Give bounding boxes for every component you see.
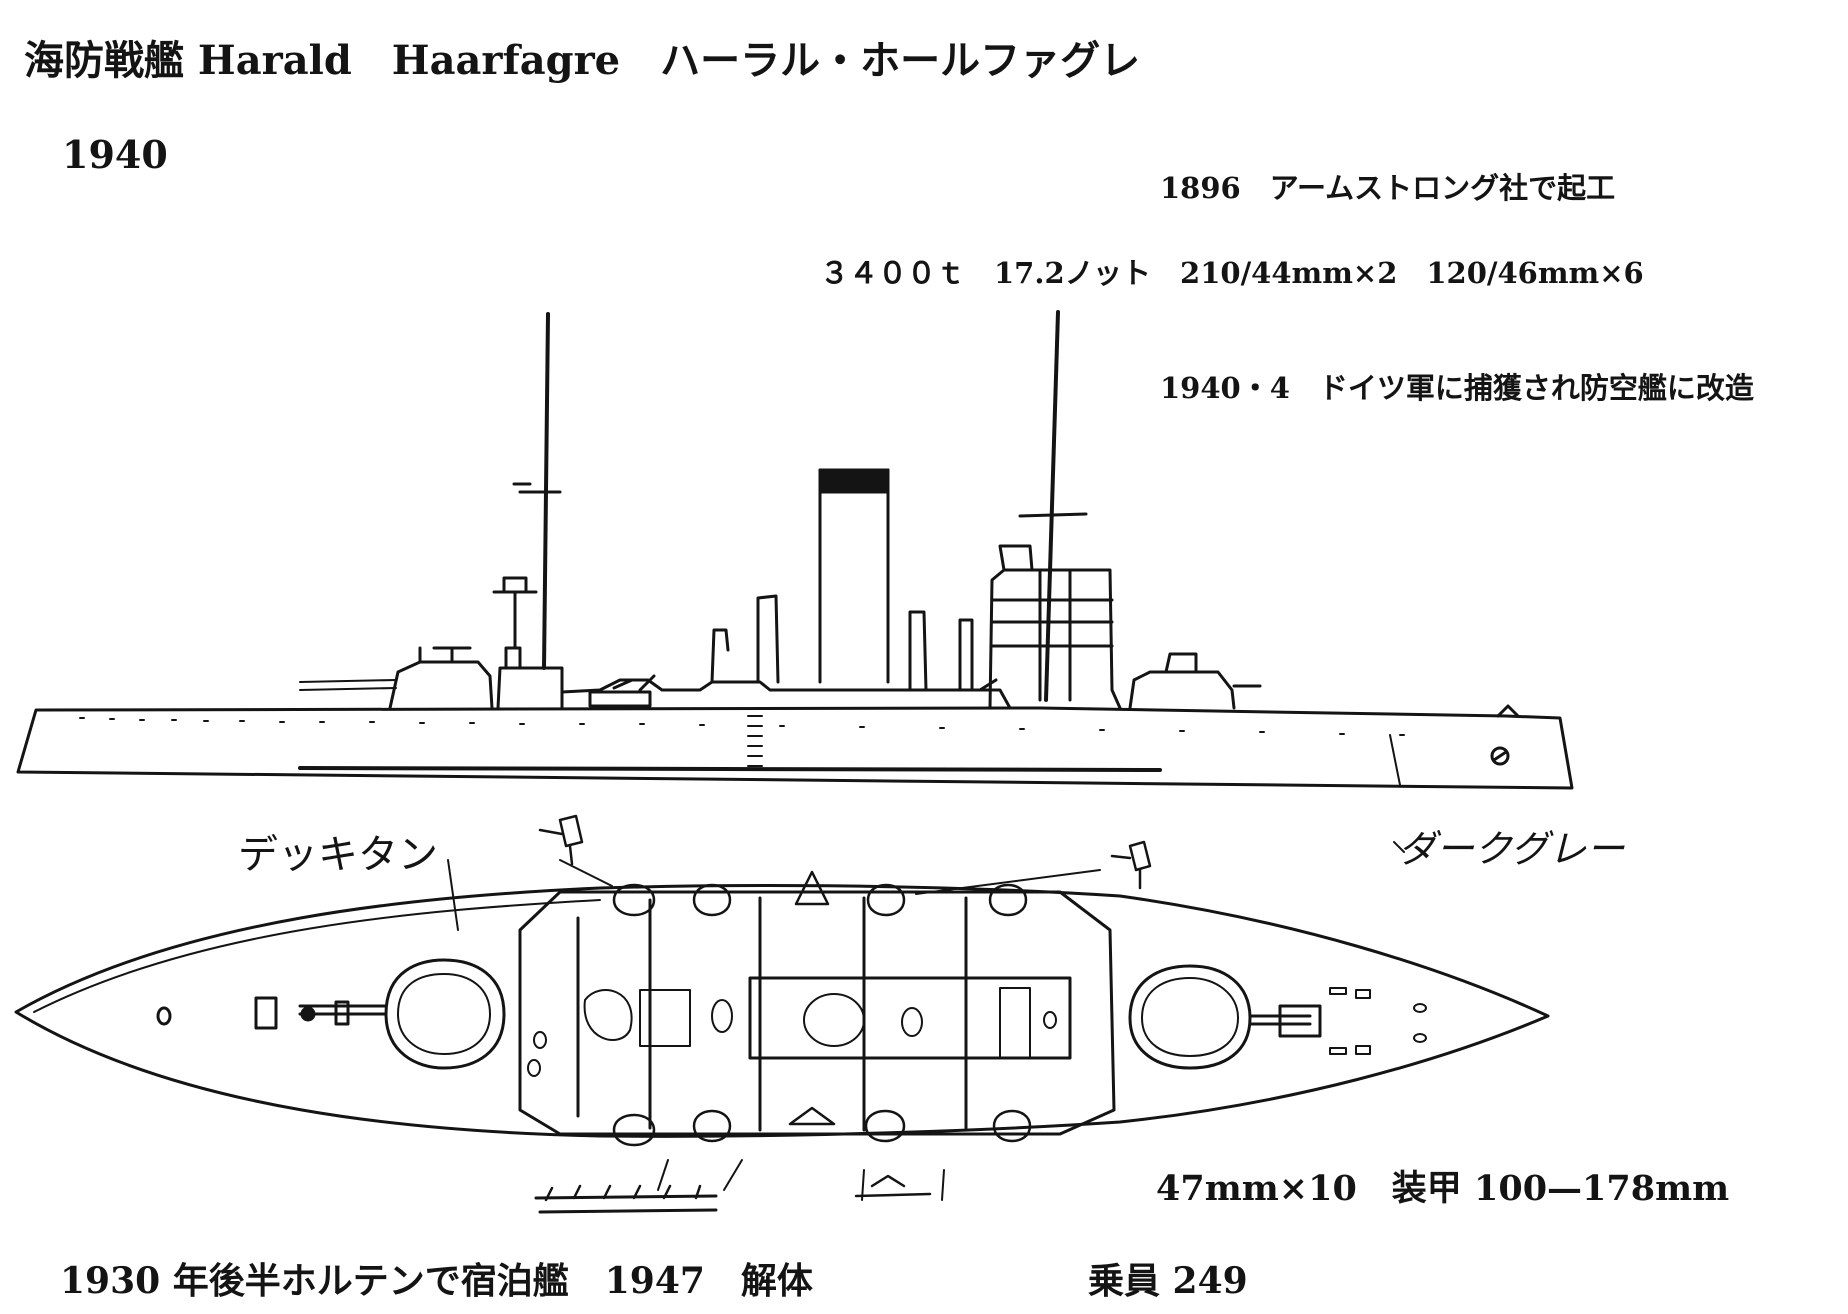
aft-barbette bbox=[386, 960, 504, 1068]
history-note: 1930 年後半ホルテンで宿泊艦 1947 解体 bbox=[60, 1260, 813, 1302]
capture-note: 1940・4 ドイツ軍に捕獲され防空艦に改造 bbox=[1160, 371, 1754, 405]
hull-color-annotation: ダークグレー bbox=[1398, 827, 1625, 871]
forward-barbette bbox=[1130, 966, 1250, 1068]
gun-tubs bbox=[614, 872, 1030, 1145]
year-label: 1940 bbox=[62, 132, 168, 177]
page-title: 海防戦艦 Harald Haarfagre ハーラル・ホールファグレ bbox=[24, 37, 1141, 84]
crew-note: 乗員 249 bbox=[1088, 1260, 1248, 1302]
deck-color-annotation: デッキタン bbox=[238, 832, 438, 878]
portholes bbox=[80, 716, 1404, 766]
ship-plan-view bbox=[16, 816, 1548, 1212]
fore-mast bbox=[1046, 312, 1058, 700]
armament-note: 47mm×10 装甲 100—178mm bbox=[1156, 1168, 1730, 1209]
deck-fittings bbox=[528, 988, 1426, 1076]
build-note: 1896 アームストロング社で起工 bbox=[1160, 171, 1616, 205]
pointer-lines bbox=[448, 842, 1404, 1200]
specs-note: ３４００ｔ 17.2ノット 210/44mm×2 120/46mm×6 bbox=[820, 256, 1644, 290]
forward-turret bbox=[1130, 672, 1234, 708]
aft-turret bbox=[390, 662, 492, 708]
ship-side-profile bbox=[18, 312, 1572, 788]
aa-gun-detail bbox=[536, 816, 1150, 1212]
hull-outline bbox=[18, 708, 1572, 788]
forward-bridge bbox=[990, 570, 1120, 708]
anchor-hawse bbox=[1492, 748, 1508, 764]
deck-outline bbox=[16, 886, 1548, 1137]
funnel bbox=[820, 470, 888, 682]
waterline bbox=[300, 768, 1160, 770]
